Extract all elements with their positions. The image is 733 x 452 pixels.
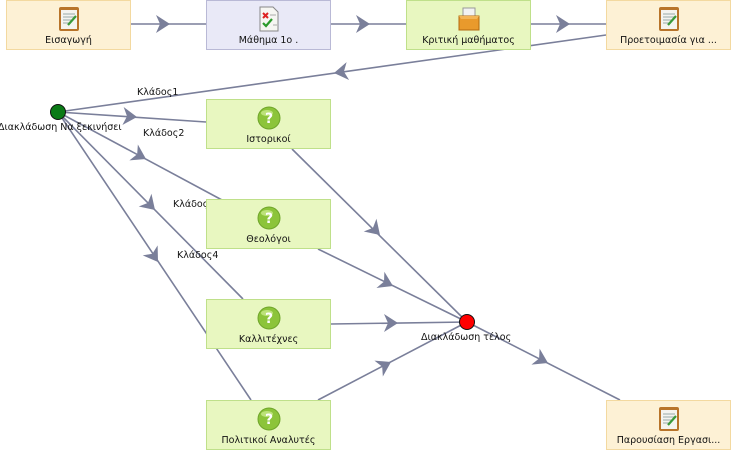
svg-text:?: ? (264, 111, 272, 127)
node-prep[interactable]: Προετοιμασία για ... (606, 0, 731, 50)
node-label: Κριτική μαθήματος (422, 35, 515, 46)
node-label: Καλλιτέχνες (238, 334, 299, 345)
svg-text:?: ? (264, 412, 272, 428)
question-icon: ? (257, 306, 280, 330)
node-label: Προετοιμασία για ... (620, 35, 717, 46)
branch-label-3: Κλάδος3 (173, 199, 215, 210)
notepad-icon (658, 407, 679, 431)
question-icon: ? (257, 407, 280, 431)
edge-historians-end (291, 148, 468, 323)
arrow-head (129, 144, 151, 167)
node-historians[interactable]: ? Ιστορικοί (206, 99, 331, 149)
branch-start-label: Διακλάδωση Να ξεκινήσει (0, 122, 122, 133)
node-theologians[interactable]: ? Θεολόγοι (206, 199, 331, 249)
arrow-head (376, 271, 397, 295)
arrow-head (531, 348, 553, 372)
branch-label-2: Κλάδος2 (143, 128, 185, 139)
edge-analysts-end (317, 321, 468, 401)
question-icon: ? (257, 106, 280, 130)
svg-text:?: ? (264, 311, 272, 327)
folder-icon (458, 7, 479, 31)
branch-end-node[interactable] (459, 314, 475, 330)
question-icon: ? (257, 206, 280, 230)
node-analysts[interactable]: ? Πολιτικοί Αναλυτές (206, 400, 331, 450)
branch-start-node[interactable] (50, 104, 66, 120)
branch-label-1: Κλάδος1 (137, 87, 179, 98)
node-label: Εισαγωγή (45, 35, 92, 46)
arrow-head (142, 245, 166, 268)
node-artists[interactable]: ? Καλλιτέχνες (206, 299, 331, 349)
node-intro[interactable]: Εισαγωγή (6, 0, 131, 50)
node-label: Παρουσίαση Εργασι... (616, 435, 721, 446)
node-label: Πολιτικοί Αναλυτές (221, 435, 316, 446)
notepad-icon (658, 7, 679, 31)
node-critique[interactable]: Κριτική μαθήματος (406, 0, 531, 50)
node-label: Ιστορικοί (246, 134, 291, 145)
edge-artists-end (330, 321, 468, 325)
node-label: Μάθημα 1ο . (238, 35, 299, 46)
arrow-head (374, 354, 396, 377)
svg-text:?: ? (264, 211, 272, 227)
checklist-icon (259, 6, 278, 32)
node-label: Θεολόγοι (246, 234, 291, 245)
node-lesson[interactable]: Μάθημα 1ο . (206, 0, 331, 50)
branch-label-4: Κλάδος4 (177, 250, 219, 261)
notepad-icon (58, 7, 79, 31)
node-present[interactable]: Παρουσίαση Εργασι... (606, 400, 731, 450)
branch-end-label: Διακλάδωση τέλος (421, 332, 512, 343)
